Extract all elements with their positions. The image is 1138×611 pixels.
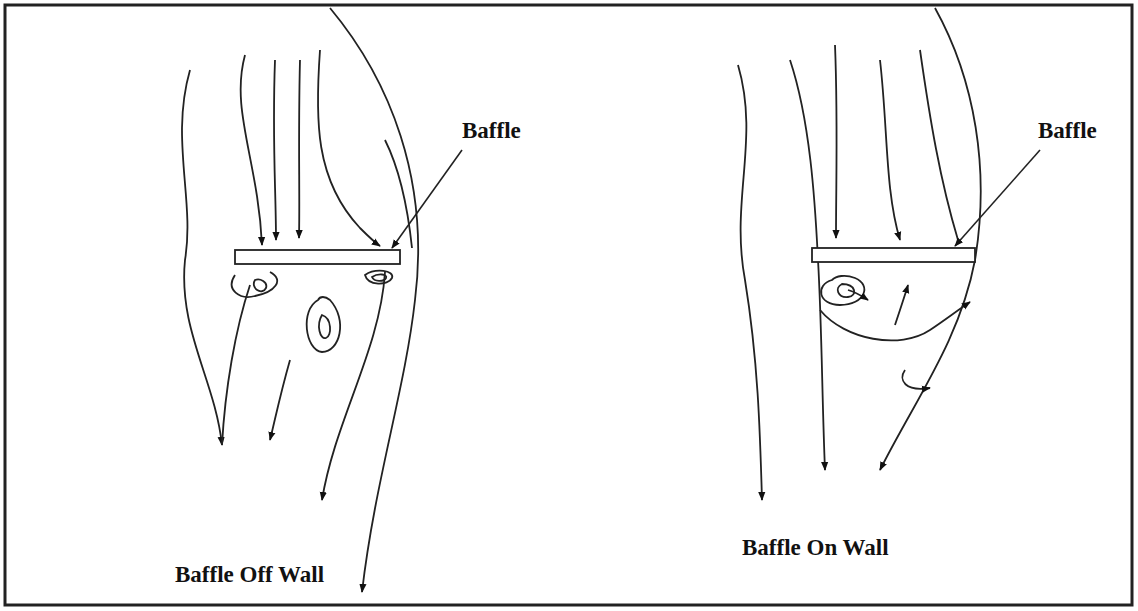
frame: [5, 5, 1132, 605]
leader-line: [955, 150, 1040, 246]
part-label: Baffle: [1038, 118, 1097, 143]
streamlines-on-wall: [738, 8, 981, 500]
panel-caption: Baffle On Wall: [742, 535, 889, 560]
streamlines-off-wall: [182, 8, 418, 592]
baffle-plate: [235, 250, 400, 264]
leader-line: [392, 150, 462, 248]
panel-caption: Baffle Off Wall: [175, 562, 324, 587]
baffle-plate: [812, 248, 975, 262]
part-label: Baffle: [462, 118, 521, 143]
